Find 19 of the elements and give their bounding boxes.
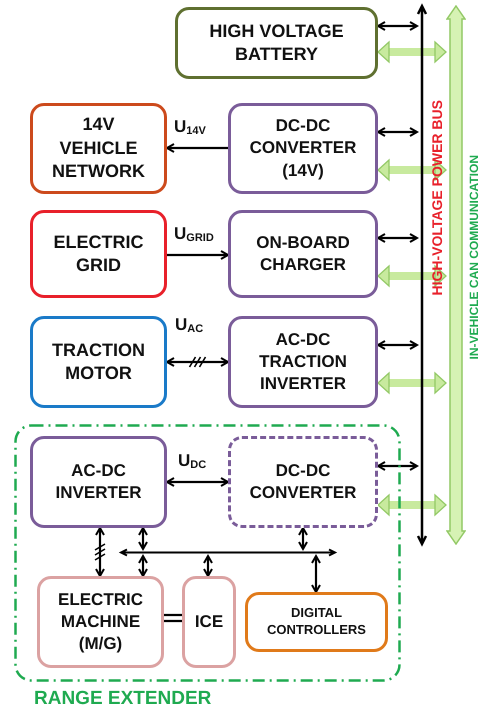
edge-label: U$_{AC}$ xyxy=(173,316,206,336)
bus-label: HIGH-VOLTAGE POWER BUS xyxy=(430,100,444,296)
block-box: AC-DC TRACTION INVERTER xyxy=(228,316,378,408)
block-box: ELECTRIC GRID xyxy=(30,210,167,298)
block-box: ELECTRIC MACHINE (M/G) xyxy=(37,576,164,668)
block-box: DIGITAL CONTROLLERS xyxy=(245,592,388,652)
block-box: ON-BOARD CHARGER xyxy=(228,210,378,298)
block-box: HIGH VOLTAGE BATTERY xyxy=(175,7,378,79)
block-box: ICE xyxy=(182,576,236,668)
block-box: TRACTION MOTOR xyxy=(30,316,167,408)
block-box: DC-DC CONVERTER xyxy=(228,436,378,528)
group-heading: RANGE EXTENDER xyxy=(34,688,212,710)
local-bus-line xyxy=(120,549,336,556)
block-box: AC-DC INVERTER xyxy=(30,436,167,528)
bus-label: IN-VEHICLE CAN COMMUNICATION xyxy=(468,155,480,360)
block-box: DC-DC CONVERTER (14V) xyxy=(228,103,378,194)
block-box: 14V VEHICLE NETWORK xyxy=(30,103,167,194)
edge-label: U$_{GRID}$ xyxy=(172,225,216,244)
edge-label: U$_{DC}$ xyxy=(176,452,208,472)
